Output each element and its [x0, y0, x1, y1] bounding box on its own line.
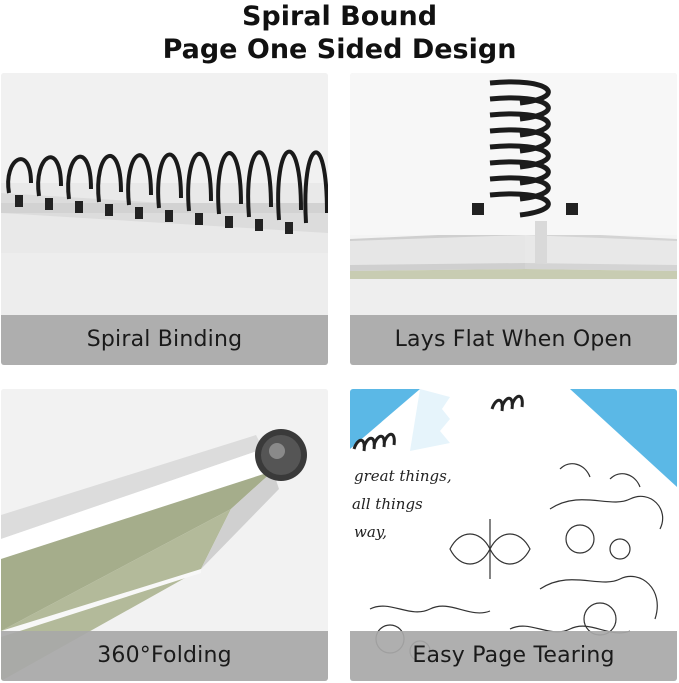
page-quote-line-1: great things, — [354, 467, 452, 485]
panel-spiral-binding: Spiral Binding — [1, 73, 328, 365]
folding-photo — [1, 389, 328, 681]
panel-lays-flat: Lays Flat When Open — [350, 73, 677, 365]
panel-easy-tearing: great things, all things way, Easy Page … — [350, 389, 677, 681]
caption-360-folding: 360°Folding — [1, 631, 328, 681]
title-line-1: Spiral Bound — [241, 1, 438, 32]
caption-spiral-binding: Spiral Binding — [1, 315, 328, 365]
page-quote-line-3: way, — [354, 523, 388, 541]
caption-lays-flat: Lays Flat When Open — [350, 315, 677, 365]
page-quote-line-2: all things — [352, 495, 423, 513]
panel-360-folding: 360°Folding — [1, 389, 328, 681]
caption-easy-tearing: Easy Page Tearing — [350, 631, 677, 681]
title-line-2: Page One Sided Design — [162, 34, 517, 65]
